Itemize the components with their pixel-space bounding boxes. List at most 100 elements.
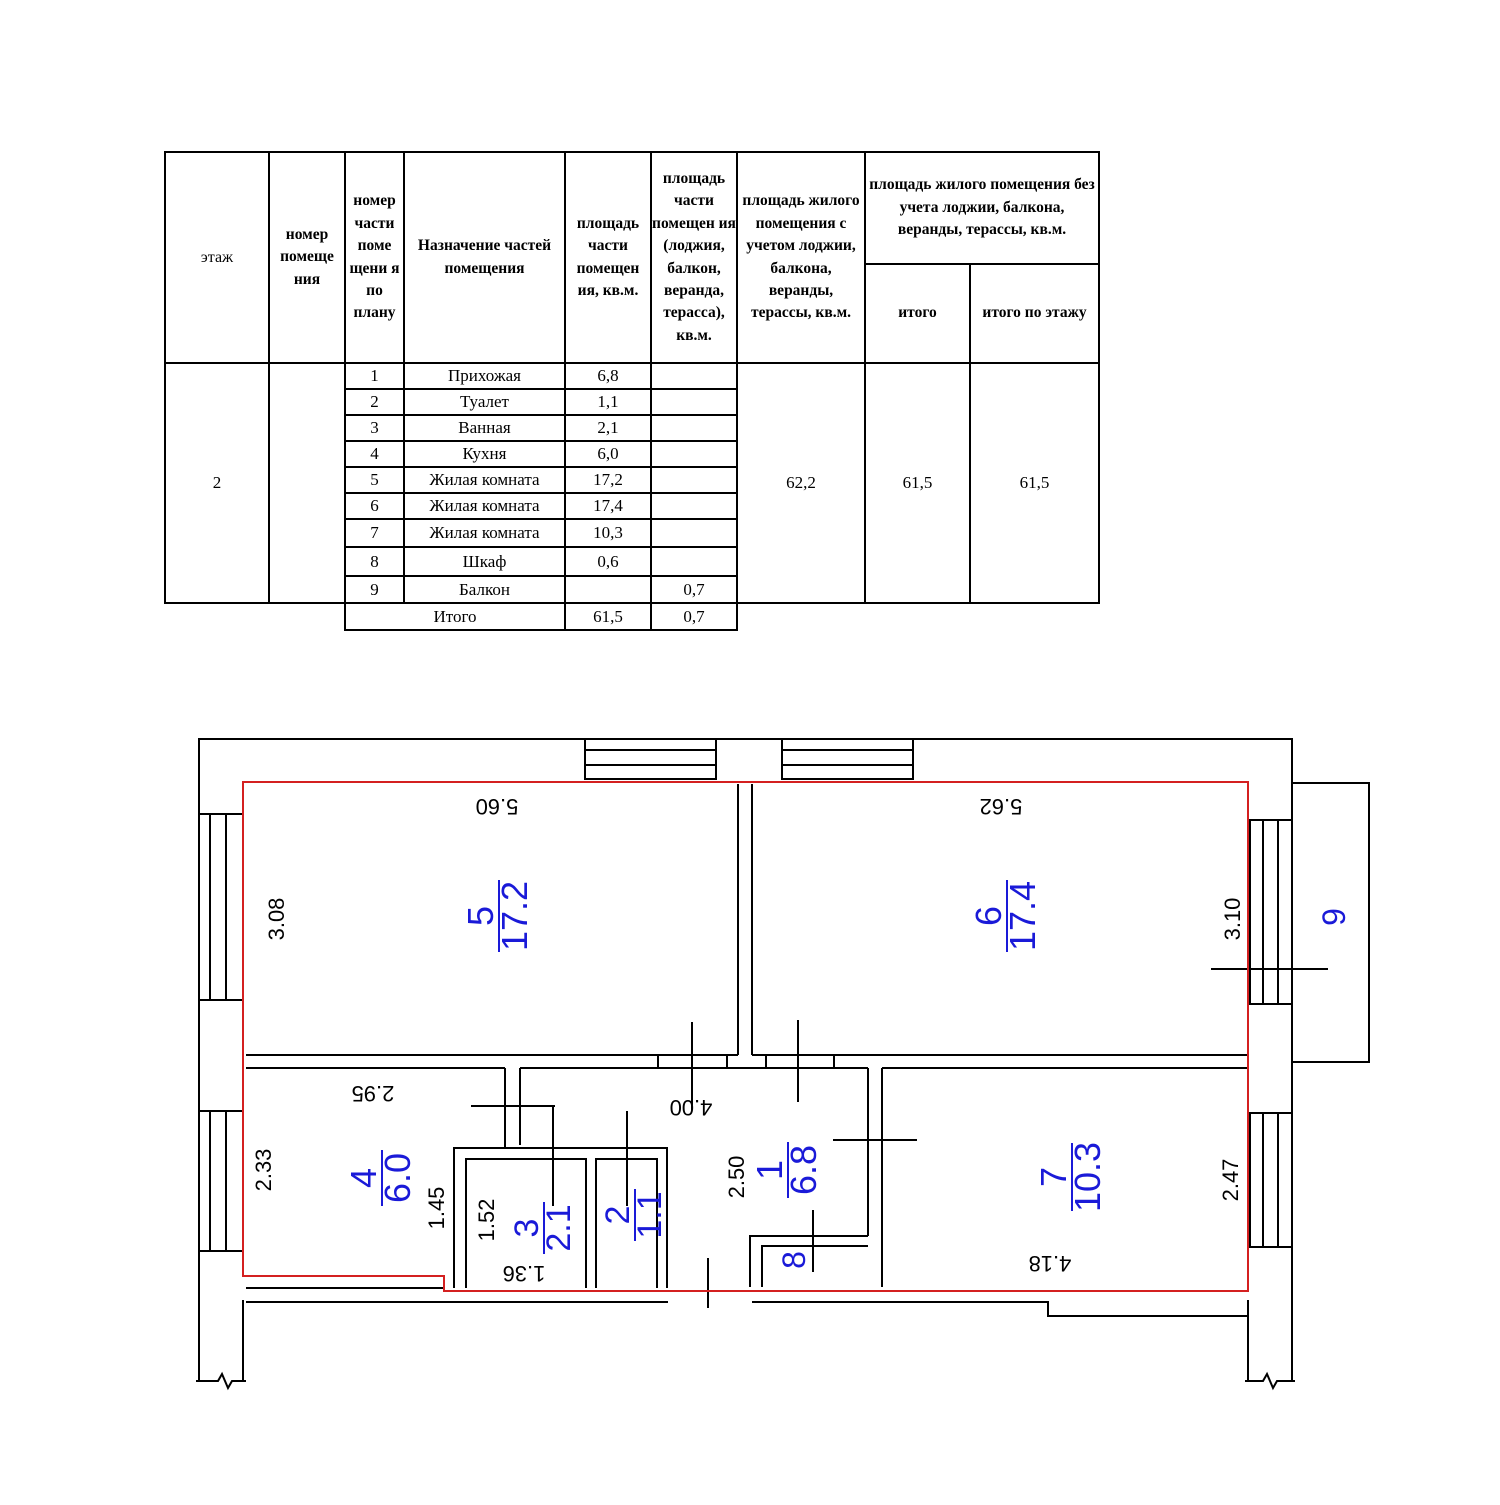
apartment-outline <box>242 781 1249 1292</box>
table-row: 8 Шкаф 0,6 <box>165 546 1099 577</box>
row-number: 1 <box>344 362 405 390</box>
table-row: 4 Кухня 6,0 <box>165 440 1099 468</box>
room-5-label: 5 17.2 <box>460 880 535 952</box>
header-floor: этаж <box>164 151 270 364</box>
header-total: итого <box>864 263 971 364</box>
row-area: 1,1 <box>564 388 652 416</box>
row-area: 0,6 <box>564 546 652 577</box>
living-with-value: 62,2 <box>736 362 866 604</box>
room-2-label: 2 1.1 <box>599 1189 669 1241</box>
header-room-number: номер помеще ния <box>268 151 346 364</box>
row-area: 17,4 <box>564 492 652 520</box>
room-3-number: 3 <box>508 1219 546 1238</box>
row-number: 3 <box>344 414 405 442</box>
row-loggia <box>650 388 738 416</box>
row-area: 10,3 <box>564 518 652 548</box>
row-area: 6,0 <box>564 440 652 468</box>
dim-room6-width: 5.62 <box>980 794 1023 819</box>
row-number: 8 <box>344 546 405 577</box>
dim-room7-height: 2.47 <box>1218 1159 1243 1202</box>
dim-room5-height: 3.08 <box>264 898 289 941</box>
row-loggia <box>650 440 738 468</box>
dimension-labels: 5.60 3.08 5.62 3.10 2.95 2.33 4.00 2.50 … <box>251 794 1245 1286</box>
room-6-number: 6 <box>968 906 1009 926</box>
dim-room6-height: 3.10 <box>1220 898 1245 941</box>
row-area: 2,1 <box>564 414 652 442</box>
table-row: 9 Балкон 0,7 <box>165 575 1099 604</box>
room-3-label: 3 2.1 <box>508 1202 578 1254</box>
room-6-area: 17.4 <box>1002 881 1043 951</box>
row-name: Балкон <box>403 575 566 604</box>
total-row: Итого 61,5 0,7 <box>165 602 1099 631</box>
row-name: Ванная <box>403 414 566 442</box>
row-loggia <box>650 414 738 442</box>
row-number: 7 <box>344 518 405 548</box>
floor-plan-drawing: 5.60 3.08 5.62 3.10 2.95 2.33 4.00 2.50 … <box>196 738 1370 1391</box>
row-loggia <box>650 466 738 494</box>
row-loggia <box>650 362 738 390</box>
floor-plan: 5.60 3.08 5.62 3.10 2.95 2.33 4.00 2.50 … <box>0 640 1500 1500</box>
room-1-area: 6.8 <box>783 1145 824 1195</box>
room-5-number: 5 <box>460 906 501 926</box>
living-without-floor-value: 61,5 <box>969 362 1100 604</box>
table-row: 5 Жилая комната 17,2 <box>165 466 1099 494</box>
room-1-label: 1 6.8 <box>749 1142 824 1198</box>
row-area <box>564 575 652 604</box>
row-number: 9 <box>344 575 405 604</box>
room-5-area: 17.2 <box>494 881 535 951</box>
total-area: 61,5 <box>564 602 652 631</box>
table-row: 6 Жилая комната 17,4 <box>165 492 1099 520</box>
floor-value: 2 <box>164 362 270 604</box>
table-row: 2 Туалет 1,1 <box>165 388 1099 416</box>
row-area: 17,2 <box>564 466 652 494</box>
room-8-number: 8 <box>776 1251 812 1269</box>
dim-bath-inner-height: 1.52 <box>474 1199 499 1242</box>
room-6-label: 6 17.4 <box>968 880 1043 952</box>
dim-hall-width: 4.00 <box>670 1095 713 1120</box>
total-loggia: 0,7 <box>650 602 738 631</box>
table-row: 2 1 Прихожая 6,8 62,2 61,5 61,5 <box>164 362 1100 604</box>
header-total-floor: итого по этажу <box>969 263 1100 364</box>
dim-room4-height: 2.33 <box>251 1149 276 1192</box>
row-name: Жилая комната <box>403 466 566 494</box>
row-loggia <box>650 492 738 520</box>
dim-hall-height: 2.50 <box>724 1156 749 1199</box>
header-purpose: Назначение частей помещения <box>403 151 566 364</box>
row-name: Жилая комната <box>403 518 566 548</box>
header-living-area-with: площадь жилого помещения с учетом лоджии… <box>736 151 866 364</box>
room-2-number: 2 <box>599 1206 637 1225</box>
total-label: Итого <box>344 602 566 631</box>
dim-room5-width: 5.60 <box>476 794 519 819</box>
room-1-number: 1 <box>749 1160 790 1180</box>
room-4-area: 6.0 <box>377 1153 418 1203</box>
row-name: Кухня <box>403 440 566 468</box>
room-3-area: 2.1 <box>540 1204 578 1251</box>
row-area: 6,8 <box>564 362 652 390</box>
room-number-value <box>268 362 346 604</box>
row-number: 5 <box>344 466 405 494</box>
room-7-label: 7 10.3 <box>1033 1142 1108 1212</box>
room-7-area: 10.3 <box>1067 1142 1108 1212</box>
walls <box>196 738 1370 1391</box>
dim-bath-height: 1.45 <box>424 1187 449 1230</box>
room-7-number: 7 <box>1033 1167 1074 1187</box>
room-4-label: 4 6.0 <box>343 1150 418 1206</box>
dim-room4-width: 2.95 <box>352 1081 395 1106</box>
room-2-area: 1.1 <box>631 1191 669 1238</box>
row-number: 2 <box>344 388 405 416</box>
row-number: 4 <box>344 440 405 468</box>
row-number: 6 <box>344 492 405 520</box>
explication-table: этаж номер помеще ния номер части поме щ… <box>164 151 1100 631</box>
row-loggia: 0,7 <box>650 575 738 604</box>
row-name: Туалет <box>403 388 566 416</box>
explication-table-area: этаж номер помеще ния номер части поме щ… <box>0 0 1500 640</box>
row-loggia <box>650 546 738 577</box>
room-9-number: 9 <box>1316 908 1352 926</box>
row-name: Шкаф <box>403 546 566 577</box>
table-row: 3 Ванная 2,1 <box>165 414 1099 442</box>
header-part-number: номер части поме щени я по плану <box>344 151 405 364</box>
header-part-area: площадь части помещен ия, кв.м. <box>564 151 652 364</box>
table-row: 7 Жилая комната 10,3 <box>165 518 1099 548</box>
room-4-number: 4 <box>343 1168 384 1188</box>
header-part-area-loggia: площадь части помещен ия (лоджия, балкон… <box>650 151 738 364</box>
